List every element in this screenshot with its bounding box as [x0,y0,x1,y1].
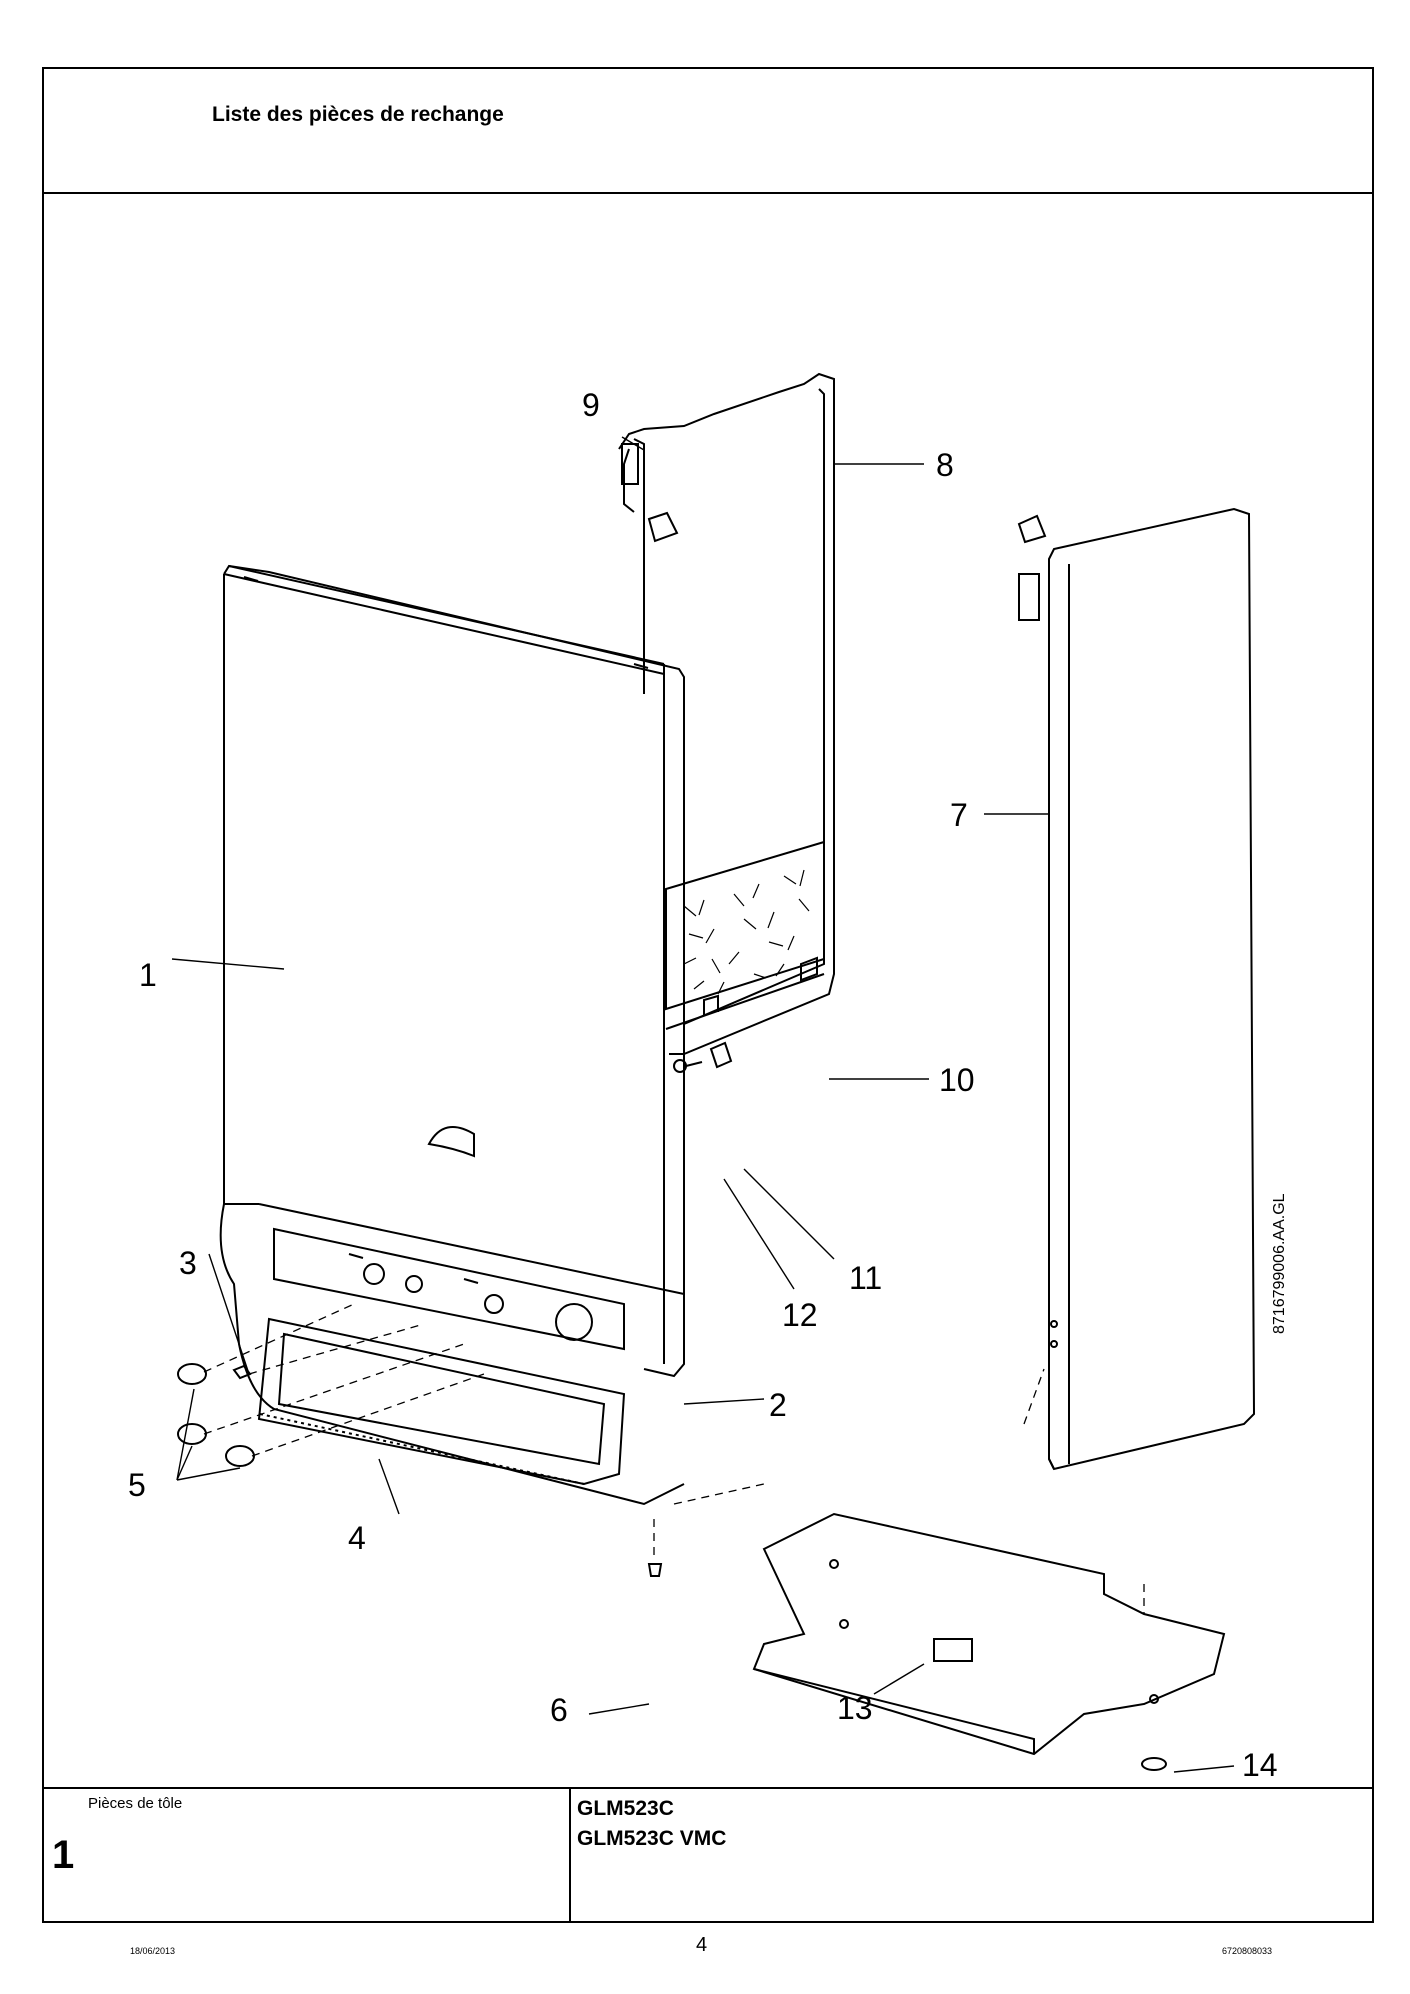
page-frame: Liste des pièces de rechange [42,67,1374,1923]
model-name: GLM523C VMC [577,1827,727,1850]
group-number: 1 [52,1833,75,1877]
page-number: 4 [696,1934,708,1956]
drawing-reference-id: 8716799006.AA.GL [1271,1193,1288,1334]
callout-8: 8 [936,447,954,483]
group-label: Pièces de tôle [88,1795,183,1812]
callout-9: 9 [582,387,600,423]
document-code: 6720808033 [1222,1946,1273,1956]
group-cell: Pièces de tôle 1 [44,1789,571,1921]
callout-7: 7 [950,797,968,833]
callout-12: 12 [782,1297,818,1333]
exploded-view-drawing: 1 2 3 4 5 6 7 8 9 10 11 12 13 14 15 8716… [44,194,1372,1781]
callout-10: 10 [939,1062,975,1098]
page-title: Liste des pièces de rechange [212,103,504,126]
callout-5: 5 [128,1467,146,1503]
model-name: GLM523C [577,1797,674,1820]
exploded-view-svg: 1 2 3 4 5 6 7 8 9 10 11 12 13 14 15 8716… [128,372,1288,1781]
footer-box: Pièces de tôle 1 GLM523C GLM523C VMC [44,1787,1372,1921]
callout-4: 4 [348,1520,366,1556]
callout-6: 6 [550,1692,568,1728]
callout-11: 11 [849,1260,882,1296]
callout-13: 13 [837,1690,873,1726]
models-cell: GLM523C GLM523C VMC [571,1789,1376,1921]
callout-3: 3 [179,1245,197,1281]
print-date: 18/06/2013 [130,1946,176,1956]
callout-14: 14 [1242,1747,1278,1781]
callout-2: 2 [769,1387,787,1423]
header-box: Liste des pièces de rechange [44,69,1372,194]
callout-1: 1 [139,957,157,993]
